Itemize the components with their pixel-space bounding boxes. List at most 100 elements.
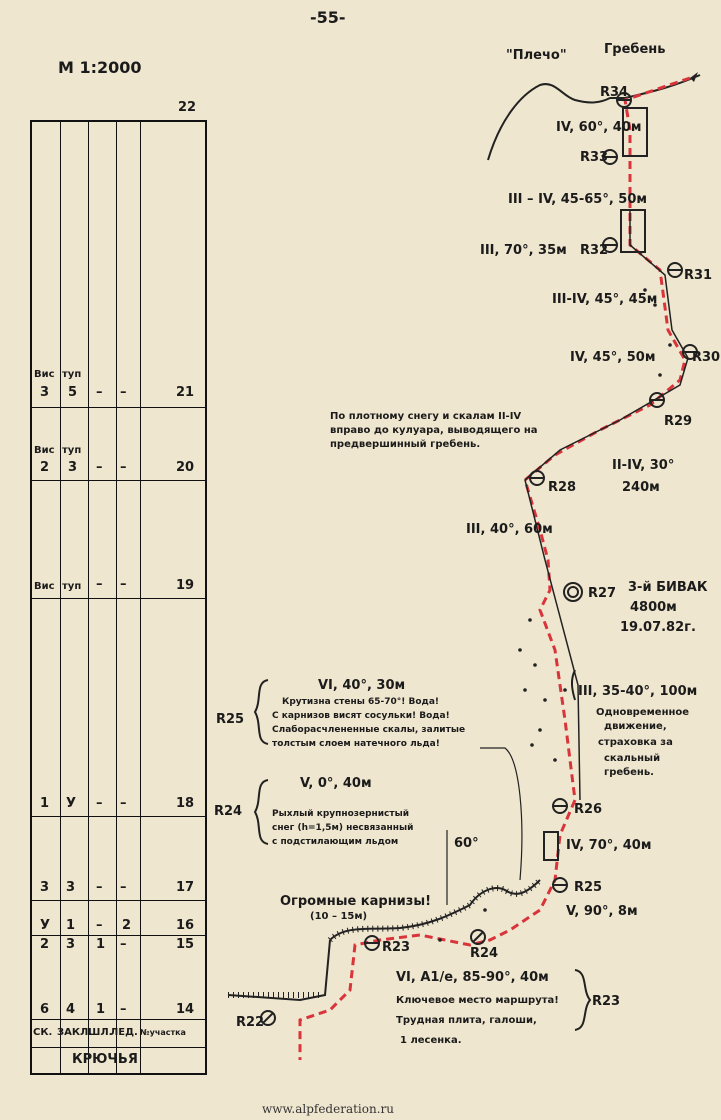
note-comb-2: движение, bbox=[604, 721, 667, 732]
row21-c3: – bbox=[96, 385, 103, 400]
section-22-desc: IV, 60°, 40м bbox=[556, 120, 642, 135]
row17-pitch: 17 bbox=[176, 880, 195, 895]
note-comb-3: страховка за bbox=[598, 737, 673, 748]
row20-c3: – bbox=[96, 460, 103, 475]
section-2iv-desc: II-IV, 30° bbox=[612, 458, 675, 473]
section-21-desc: III – IV, 45-65°, 50м bbox=[508, 192, 648, 207]
pitch-table bbox=[30, 120, 207, 1075]
note-vi-4: толстым слоем натечного льда! bbox=[272, 739, 440, 749]
section-v0-desc: V, 0°, 40м bbox=[300, 776, 372, 791]
bivouac-altitude: 4800м bbox=[630, 600, 677, 615]
note-v-2: снег (h=1,5м) несвязанный bbox=[272, 823, 414, 833]
row14-pitch: 14 bbox=[176, 1002, 195, 1017]
anchor-r23: R23 bbox=[382, 940, 411, 955]
note-vi-2: С карнизов висят сосульки! Вода! bbox=[272, 711, 450, 721]
label-plecho: "Плечо" bbox=[506, 48, 567, 63]
row15-c3: 1 bbox=[96, 937, 106, 952]
col-pitch-number: №участка bbox=[140, 1028, 186, 1037]
bivouac-date: 19.07.82г. bbox=[620, 620, 696, 635]
section-iii40-desc: III, 40°, 60м bbox=[466, 522, 553, 537]
note-v-angle: 60° bbox=[454, 836, 479, 851]
row14-c3: 1 bbox=[96, 1002, 106, 1017]
row17-c3: – bbox=[96, 880, 103, 895]
anchor-r31: R31 bbox=[684, 268, 713, 283]
row16-c4: 2 bbox=[122, 918, 132, 933]
section-18b-desc: IV, 45°, 50м bbox=[570, 350, 656, 365]
anchor-r22: R22 bbox=[236, 1015, 265, 1030]
note-vi-3: Слаборасчлененные скалы, залитые bbox=[272, 725, 466, 735]
note-comb-5: гребень. bbox=[604, 767, 654, 778]
page-number: -55- bbox=[310, 8, 346, 27]
note-v-3: с подстилающим льдом bbox=[272, 837, 399, 847]
row20-pitch: 20 bbox=[176, 460, 195, 475]
anchor-r32: R32 bbox=[580, 243, 609, 258]
anchor-r28: R28 bbox=[548, 480, 577, 495]
row15-c4: – bbox=[120, 937, 127, 952]
section-iv70-desc: IV, 70°, 40м bbox=[566, 838, 652, 853]
anchor-r27: R27 bbox=[588, 586, 617, 601]
row19-c3: – bbox=[96, 577, 103, 592]
note-snow-2: вправо до кулуара, выводящего на bbox=[330, 425, 538, 436]
row18-pitch: 18 bbox=[176, 796, 195, 811]
section-20-desc: III, 70°, 35м bbox=[480, 243, 567, 258]
bivouac-title: 3-й БИВАК bbox=[628, 580, 708, 595]
row16-c2: 1 bbox=[66, 918, 76, 933]
row17-c1: 3 bbox=[40, 880, 50, 895]
row18-c2: У bbox=[66, 796, 77, 811]
table-footer-label: КРЮЧЬЯ bbox=[72, 1052, 138, 1067]
row16-c3: – bbox=[96, 918, 103, 933]
row18-c4: – bbox=[120, 796, 127, 811]
row21-pitch: 21 bbox=[176, 385, 195, 400]
row20-h2: туп bbox=[62, 445, 82, 456]
note-cornices-1: Огромные карнизы! bbox=[280, 894, 432, 909]
section-19-desc: III-IV, 45°, 45м bbox=[552, 292, 658, 307]
row18-c3: – bbox=[96, 796, 103, 811]
row18-c1: 1 bbox=[40, 796, 50, 811]
row16-pitch: 16 bbox=[176, 918, 195, 933]
note-comb-4: скальный bbox=[604, 753, 661, 764]
note-v-1: Рыхлый крупнозернистый bbox=[272, 809, 410, 819]
note-key-2: Трудная плита, галоши, bbox=[396, 1015, 537, 1026]
col-sk: СК. bbox=[33, 1027, 53, 1038]
footer-url: www.alpfederation.ru bbox=[262, 1102, 394, 1116]
row19-pitch: 19 bbox=[176, 578, 195, 593]
note-snow-3: предвершинный гребень. bbox=[330, 439, 481, 450]
row21-c1: 3 bbox=[40, 385, 50, 400]
note-vi-1: Крутизна стены 65-70°! Вода! bbox=[282, 697, 439, 707]
row17-c2: 3 bbox=[66, 880, 76, 895]
row19-c1: Вис bbox=[34, 581, 55, 592]
col-led: ЛЕД. bbox=[110, 1027, 138, 1038]
brace-label-r23: R23 bbox=[592, 994, 621, 1009]
row21-c2: 5 bbox=[68, 385, 78, 400]
row21-c4: – bbox=[120, 385, 127, 400]
col-zakl: ЗАКЛ. bbox=[57, 1027, 93, 1038]
row14-c2: 4 bbox=[66, 1002, 76, 1017]
scale-label: М 1:2000 bbox=[58, 58, 142, 77]
section-240-desc: 240м bbox=[622, 480, 660, 495]
row15-c1: 2 bbox=[40, 937, 50, 952]
row19-c2: туп bbox=[62, 581, 82, 592]
row14-c4: – bbox=[120, 1002, 127, 1017]
brace-label-r25: R25 bbox=[216, 712, 245, 727]
anchor-r24: R24 bbox=[470, 946, 499, 961]
anchor-r34: R34 bbox=[600, 85, 629, 100]
anchor-r26: R26 bbox=[574, 802, 603, 817]
anchor-r33: R33 bbox=[580, 150, 609, 165]
section-iii35-desc: III, 35-40°, 100м bbox=[578, 684, 698, 699]
table-top-pitch: 22 bbox=[178, 100, 197, 115]
row21-h1: Вис bbox=[34, 369, 55, 380]
note-snow-1: По плотному снегу и скалам II-IV bbox=[330, 411, 522, 422]
anchor-r25: R25 bbox=[574, 880, 603, 895]
row17-c4: – bbox=[120, 880, 127, 895]
section-vi40-desc: VI, 40°, 30м bbox=[318, 678, 406, 693]
row20-h1: Вис bbox=[34, 445, 55, 456]
anchor-r30: R30 bbox=[692, 350, 721, 365]
section-vi-a-desc: VI, A1/e, 85-90°, 40м bbox=[396, 970, 549, 985]
label-greben: Гребень bbox=[604, 42, 666, 57]
note-cornices-2: (10 – 15м) bbox=[310, 911, 368, 922]
row16-c1: У bbox=[40, 918, 51, 933]
row14-c1: 6 bbox=[40, 1002, 50, 1017]
note-comb-1: Одновременное bbox=[596, 707, 690, 718]
note-key-1: Ключевое место маршрута! bbox=[396, 995, 559, 1006]
